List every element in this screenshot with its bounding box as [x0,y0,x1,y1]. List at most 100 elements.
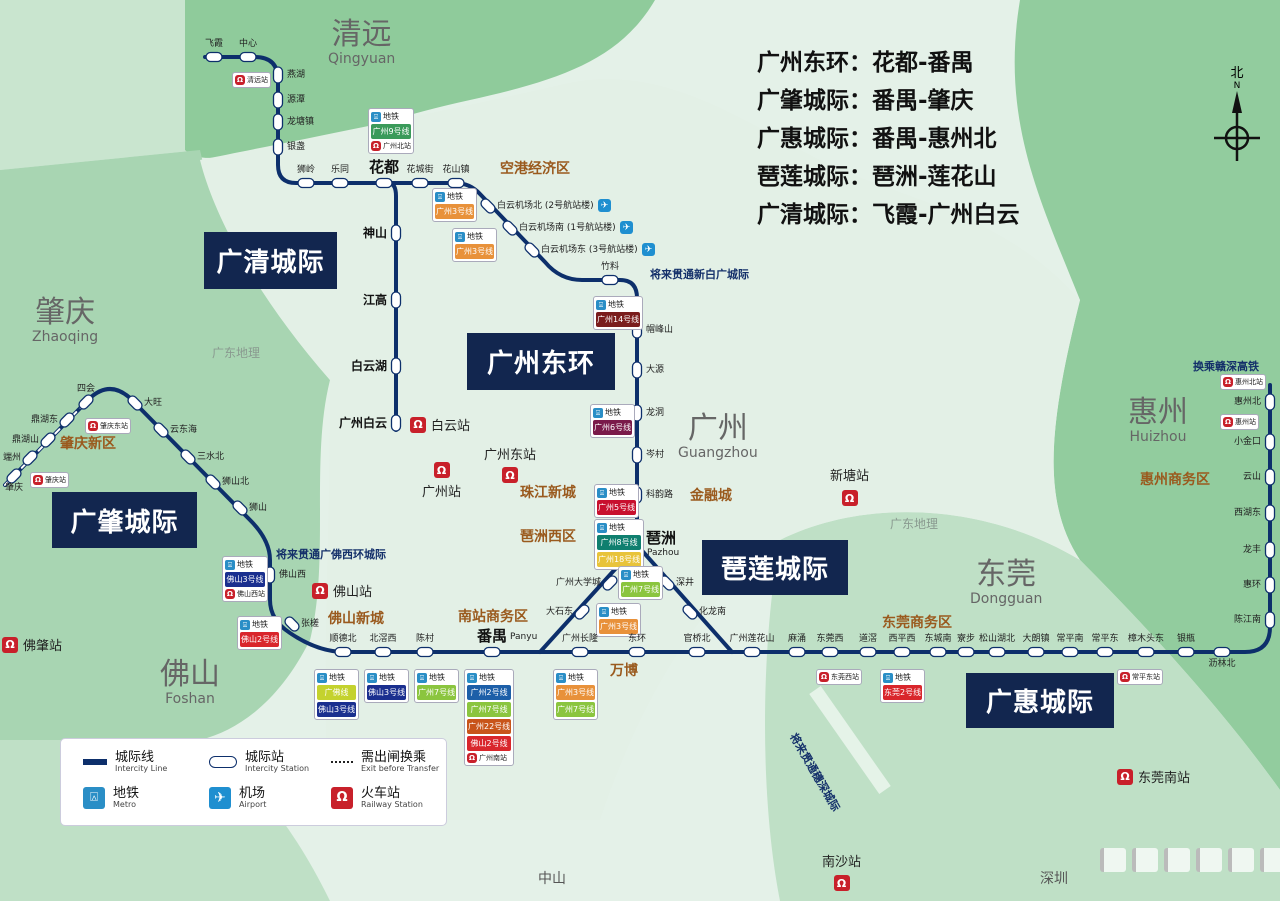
station-label[interactable]: 陈江南 [1234,614,1262,625]
station-marker[interactable] [893,646,911,658]
station-marker[interactable] [601,574,619,592]
transfer-box[interactable]: ⍓地铁广州7号线 [414,669,460,703]
station-label[interactable]: 狮岭 [297,165,316,175]
station-label[interactable]: 岑村 [646,449,665,460]
station-label[interactable]: 花城街 [406,165,434,175]
station-marker[interactable] [743,646,761,658]
station-label[interactable]: 肇庆 [5,483,24,493]
station-label[interactable]: 花山镇 [442,165,470,175]
station-marker[interactable] [5,467,23,485]
station-label[interactable]: 飞霞 [205,39,224,49]
station-marker[interactable] [628,646,646,658]
station-marker[interactable] [21,449,39,467]
station-label[interactable]: 竹料 [601,262,620,272]
station-label[interactable]: 乐同 [331,165,350,175]
station-label[interactable]: 云东海 [170,424,198,435]
station-label[interactable]: 惠环 [1243,579,1262,590]
station-label[interactable]: 道滘 [859,634,878,644]
station-label[interactable]: 神山 [363,226,388,240]
station-marker[interactable] [859,646,877,658]
station-marker[interactable] [501,219,519,237]
station-label[interactable]: 科韵路 [646,489,674,500]
station-marker[interactable] [272,113,284,131]
station-label[interactable]: 深井 [676,577,695,588]
transfer-box[interactable]: ⍓地铁广州5号线 [594,484,640,518]
station-label[interactable]: 大石东 [546,606,574,617]
station-marker[interactable] [688,646,706,658]
station-label[interactable]: 广州大学城 [556,577,602,588]
station-marker[interactable] [272,138,284,156]
station-label[interactable]: 大源 [646,364,665,375]
guangzhao-line[interactable] [3,387,542,654]
station-label[interactable]: 惠州北 [1234,396,1262,407]
station-label[interactable]: 北滘西 [369,634,397,644]
station-label[interactable]: 三水北 [197,451,225,462]
station-label[interactable]: 云山 [1243,471,1262,482]
station-label[interactable]: 狮山北 [222,476,250,487]
station-label[interactable]: 端州 [3,452,22,463]
station-marker[interactable] [390,414,402,432]
station-label[interactable]: 寮步 [957,634,976,644]
station-label[interactable]: 江高 [363,293,388,307]
station-marker[interactable] [239,51,257,63]
station-label[interactable]: 官桥北 [683,634,711,644]
station-label[interactable]: 广州莲花山 [729,634,775,644]
station-marker[interactable] [821,646,839,658]
transfer-box[interactable]: ⍓地铁佛山2号线 [237,616,283,650]
station-marker[interactable] [631,361,643,379]
station-marker[interactable] [205,51,223,63]
station-label[interactable]: 鼎湖东 [31,414,59,425]
station-label[interactable]: 白云机场南 (1号航站楼) [519,222,616,233]
station-label[interactable]: 西湖东 [1234,507,1262,518]
station-label[interactable]: 广州白云 [339,416,388,430]
station-label[interactable]: 张槎 [301,618,320,629]
station-label[interactable]: 番禺 [477,627,508,645]
station-marker[interactable] [1264,576,1276,594]
station-label[interactable]: 常平南 [1056,634,1084,644]
transfer-box[interactable]: ⍓地铁广州3号线 [596,603,642,637]
station-marker[interactable] [1061,646,1079,658]
station-marker[interactable] [126,394,144,412]
station-label[interactable]: 樟木头东 [1128,634,1165,644]
station-label[interactable]: 大旺 [144,397,163,408]
station-label[interactable]: 鼎湖山 [12,434,40,445]
transfer-box[interactable]: ⍓地铁广州3号线 [452,228,498,262]
station-marker[interactable] [929,646,947,658]
station-label[interactable]: 东莞西 [816,634,844,644]
station-label[interactable]: 四会 [77,384,96,394]
station-marker[interactable] [631,446,643,464]
station-marker[interactable] [957,646,975,658]
station-marker[interactable] [447,177,465,189]
transfer-box[interactable]: ⍓地铁广州14号线 [593,296,644,330]
station-marker[interactable] [283,615,301,633]
transfer-box[interactable]: ⍓地铁广州3号线广州7号线 [553,669,599,720]
transfer-box[interactable]: ⍓地铁东莞2号线 [880,669,926,703]
station-marker[interactable] [334,646,352,658]
station-marker[interactable] [411,177,429,189]
station-marker[interactable] [1264,433,1276,451]
station-label[interactable]: 白云湖 [351,359,388,373]
station-marker[interactable] [573,603,591,621]
station-label[interactable]: 龙洞 [646,407,665,418]
station-marker[interactable] [390,291,402,309]
station-marker[interactable] [1264,393,1276,411]
station-marker[interactable] [571,646,589,658]
station-label[interactable]: 佛山西 [279,569,307,580]
station-marker[interactable] [204,473,222,491]
station-label[interactable]: 大朗镇 [1022,634,1050,644]
station-marker[interactable] [1177,646,1195,658]
station-marker[interactable] [1264,611,1276,629]
station-marker[interactable] [77,393,95,411]
station-marker[interactable] [681,603,699,621]
station-label[interactable]: 西平西 [888,634,916,644]
station-marker[interactable] [1264,541,1276,559]
transfer-box[interactable]: ⍓地铁广佛线佛山3号线 [314,669,360,720]
